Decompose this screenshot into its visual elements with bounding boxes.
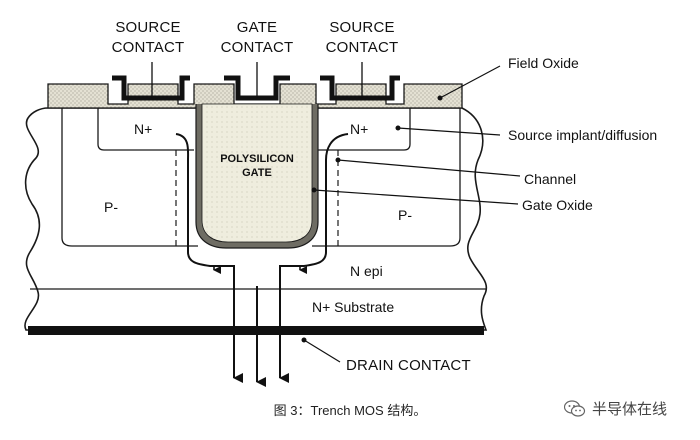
watermark: 半导体在线 xyxy=(564,398,667,419)
channel-dot xyxy=(335,157,341,163)
watermark-text: 半导体在线 xyxy=(592,401,668,418)
source-implant-leader xyxy=(397,127,501,136)
p-well-left xyxy=(61,108,198,247)
source-contact-label-left-line1: SOURCE xyxy=(115,19,180,36)
channel-leader xyxy=(337,159,521,177)
n-epi-label: N epi xyxy=(350,263,383,279)
wechat-watermark-icon xyxy=(564,399,586,417)
n-plus-label-left: N+ xyxy=(134,121,152,137)
field-oxide-leader xyxy=(439,65,501,99)
gate-oxide-dot xyxy=(311,187,317,193)
channel-label: Channel xyxy=(524,171,576,187)
figure-caption: 图 3：Trench MOS 结构。 xyxy=(273,403,427,418)
drain-contact-label: DRAIN CONTACT xyxy=(346,357,471,374)
polysilicon-gate-label-line1: POLYSILICON xyxy=(220,153,294,165)
polysilicon-gate xyxy=(201,103,313,243)
p-minus-label-right: P- xyxy=(398,207,412,223)
source-implant-label: Source implant/diffusion xyxy=(508,127,657,143)
field-oxide-label: Field Oxide xyxy=(508,55,579,71)
gate-oxide-label: Gate Oxide xyxy=(522,197,593,213)
source-implant-dot xyxy=(395,125,401,131)
p-well-right xyxy=(312,108,461,247)
gate-oxide-leader xyxy=(313,189,519,205)
current-path-right xyxy=(279,133,349,383)
field-oxide-dot xyxy=(437,95,443,101)
n-plus-region-left xyxy=(97,108,194,151)
drain-contact-leader xyxy=(303,339,341,363)
source-contact-label-right-line2: CONTACT xyxy=(326,39,399,56)
n-plus-substrate-label: N+ Substrate xyxy=(312,299,394,315)
n-plus-label-right: N+ xyxy=(350,121,368,137)
p-minus-label-left: P- xyxy=(104,199,118,215)
source-contact-label-right-line1: SOURCE xyxy=(329,19,394,36)
gate-contact-label-line1: GATE xyxy=(237,19,278,36)
current-path-left xyxy=(175,133,243,383)
drain-contact-dot xyxy=(301,337,307,343)
gate-contact-label-line2: CONTACT xyxy=(221,39,294,56)
polysilicon-gate-label-line2: GATE xyxy=(242,167,272,179)
n-plus-region-right xyxy=(316,108,411,151)
source-contact-label-left-line2: CONTACT xyxy=(112,39,185,56)
source-contact-metal-left xyxy=(112,75,190,101)
